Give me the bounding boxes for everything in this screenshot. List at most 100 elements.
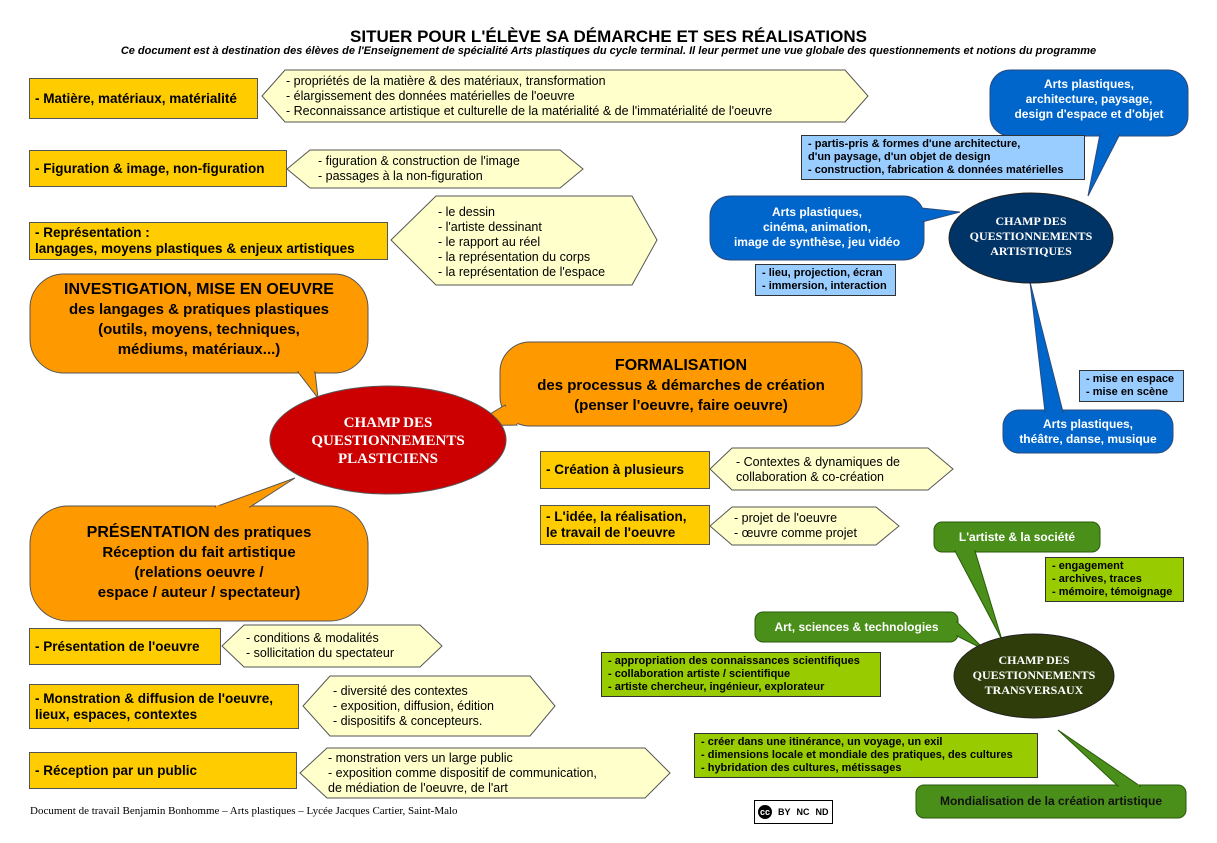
bubble-presentation-line1: PRÉSENTATION des pratiques — [30, 523, 368, 543]
box-sciences: - appropriation des connaissances scient… — [601, 652, 881, 697]
list-figuration: - figuration & construction de l'image -… — [318, 154, 520, 184]
bubble-formalisation-line2: des processus & démarches de création — [537, 377, 825, 394]
bubble-sciences-shape — [754, 611, 986, 651]
page-subtitle: Ce document est à destination des élèves… — [120, 45, 1097, 57]
hexagon-idee — [709, 506, 900, 546]
page-title: SITUER POUR L'ÉLÈVE SA DÉMARCHE ET SES R… — [350, 27, 867, 46]
list-item: - immersion, interaction — [762, 280, 887, 292]
bubble-mondialisation-shape — [915, 729, 1187, 819]
list-item: - le dessin — [438, 205, 495, 219]
ellipse-transversaux — [953, 633, 1115, 719]
list-item: - archives, traces — [1052, 573, 1142, 585]
list-creation: - Contextes & dynamiques de collaboratio… — [736, 455, 900, 485]
label-figuration: - Figuration & image, non-figuration — [29, 150, 287, 187]
label-monstration-line1: - Monstration & diffusion de l'oeuvre, — [35, 690, 273, 706]
bubble-formalisation-shape — [468, 341, 863, 427]
list-item: - élargissement des données matérielles … — [286, 89, 575, 103]
bubble-investigation-line2: des langages & pratiques plastiques — [68, 301, 330, 318]
bubble-presentation-line4: espace / auteur / spectateur) — [97, 584, 301, 601]
bubble-archi-line3: design d'espace et d'objet — [1014, 107, 1164, 121]
list-item: - exposition, diffusion, édition — [333, 699, 494, 713]
list-item: - le rapport au réel — [438, 235, 541, 249]
ellipse-artistiques — [948, 192, 1114, 284]
bubble-cinema-line3: image de synthèse, jeu vidéo — [733, 235, 901, 249]
bubble-societe: L'artiste & la société — [958, 530, 1076, 544]
list-item: d'un paysage, d'un objet de design — [808, 151, 991, 163]
list-item: - appropriation des connaissances scient… — [608, 655, 860, 667]
label-monstration: - Monstration & diffusion de l'oeuvre, l… — [29, 684, 299, 729]
box-theatre: - mise en espace - mise en scène — [1079, 370, 1184, 402]
label-creation: - Création à plusieurs — [540, 451, 710, 489]
list-item: - passages à la non-figuration — [318, 169, 483, 183]
list-presentation: - conditions & modalités - sollicitation… — [246, 631, 394, 661]
list-item: - monstration vers un large public — [328, 751, 513, 765]
label-representation: - Représentation : langages, moyens plas… — [29, 222, 388, 260]
box-societe: - engagement - archives, traces - mémoir… — [1045, 557, 1184, 602]
bubble-cinema-line1: Arts plastiques, — [771, 205, 863, 219]
list-item: - partis-pris & formes d'une architectur… — [808, 138, 1021, 150]
list-item: - projet de l'oeuvre — [734, 511, 838, 525]
label-representation-line1: - Représentation : — [35, 225, 150, 240]
bubble-presentation-shape — [29, 477, 369, 622]
box-archi: - partis-pris & formes d'une architectur… — [801, 135, 1085, 180]
cc-nd-label: ND — [815, 807, 829, 817]
list-item: - dispositifs & concepteurs. — [333, 714, 483, 728]
label-idee-line2: le travail de l'oeuvre — [546, 525, 676, 540]
label-monstration-line2: lieux, espaces, contextes — [35, 706, 198, 722]
list-item: - dimensions locale et mondiale des prat… — [701, 749, 1013, 761]
list-item: - mise en espace — [1086, 373, 1175, 385]
bubble-archi: Arts plastiques, architecture, paysage, … — [990, 77, 1188, 122]
list-matiere: - propriétés de la matière & des matéria… — [286, 74, 772, 119]
hexagon-monstration — [302, 675, 556, 737]
bubble-investigation: INVESTIGATION, MISE EN OEUVRE des langag… — [30, 280, 368, 360]
hexagon-presentation — [221, 624, 443, 668]
list-item: - la représentation du corps — [438, 250, 591, 264]
footer-credit: Document de travail Benjamin Bonhomme – … — [30, 805, 458, 817]
bubble-investigation-shape — [29, 273, 369, 400]
label-representation-line2: langages, moyens plastiques & enjeux art… — [35, 241, 355, 256]
label-plasticiens: CHAMP DES QUESTIONNEMENTS PLASTICIENS — [311, 415, 465, 467]
ellipse-plasticiens — [269, 385, 507, 495]
label-matiere: - Matière, matériaux, matérialité — [29, 78, 258, 119]
bubble-societe-shape — [933, 521, 1101, 641]
list-idee: - projet de l'oeuvre - œuvre comme proje… — [734, 511, 857, 541]
box-mondialisation: - créer dans une itinérance, un voyage, … — [694, 733, 1038, 778]
license-badge: cc BY NC ND — [754, 800, 833, 824]
list-item: - engagement — [1052, 560, 1124, 572]
hexagon-matiere — [261, 69, 869, 123]
list-representation: - le dessin - l'artiste dessinant - le r… — [438, 205, 605, 280]
cc-icon: cc — [758, 805, 772, 819]
label-presentation: - Présentation de l'oeuvre — [29, 628, 221, 665]
list-item: - la représentation de l'espace — [438, 265, 606, 279]
hexagon-creation — [709, 447, 954, 491]
label-idee: - L'idée, la réalisation, le travail de … — [540, 505, 710, 545]
bubble-investigation-line4: médiums, matériaux...) — [117, 341, 281, 358]
list-item: - conditions & modalités — [246, 631, 379, 645]
bubble-presentation: PRÉSENTATION des pratiques Réception du … — [30, 523, 368, 603]
bubble-presentation-line3: (relations oeuvre / — [134, 564, 264, 581]
list-item: - exposition comme dispositif de communi… — [328, 766, 597, 780]
list-item: - mémoire, témoignage — [1052, 586, 1173, 598]
bubble-theatre: Arts plastiques, théâtre, danse, musique — [1003, 417, 1173, 447]
hexagon-figuration — [286, 149, 584, 189]
list-item: - lieu, projection, écran — [762, 267, 883, 279]
cc-by-label: BY — [778, 807, 791, 817]
list-item: - sollicitation du spectateur — [246, 646, 394, 660]
bubble-theatre-line1: Arts plastiques, — [1042, 417, 1134, 431]
list-item: - artiste chercheur, ingénieur, explorat… — [608, 681, 825, 693]
bubble-mondialisation: Mondialisation de la création artistique — [939, 794, 1163, 808]
bubble-archi-shape — [989, 69, 1189, 197]
list-item: - l'artiste dessinant — [438, 220, 542, 234]
bubble-cinema-line2: cinéma, animation, — [762, 220, 872, 234]
hexagon-reception — [299, 747, 671, 799]
bubble-presentation-line2: Réception du fait artistique — [102, 544, 296, 561]
bubble-formalisation: FORMALISATION des processus & démarches … — [500, 356, 862, 416]
list-item: - figuration & construction de l'image — [318, 154, 520, 168]
bubble-presentation-line1b: des pratiques — [209, 524, 312, 541]
bubble-cinema: Arts plastiques, cinéma, animation, imag… — [710, 205, 924, 250]
list-item: - propriétés de la matière & des matéria… — [286, 74, 606, 88]
bubble-archi-line2: architecture, paysage, — [1025, 92, 1153, 106]
list-item: - Reconnaissance artistique et culturell… — [286, 104, 773, 118]
cc-nc-label: NC — [796, 807, 810, 817]
list-item: - œuvre comme projet — [734, 526, 857, 540]
